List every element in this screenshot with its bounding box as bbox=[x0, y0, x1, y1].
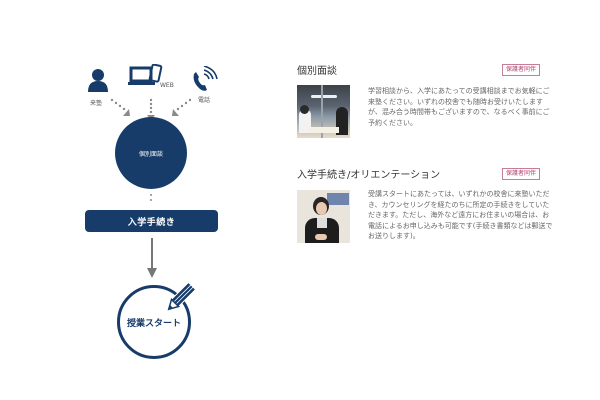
down-arrow bbox=[147, 238, 157, 278]
interview-step-label: 個別面談 bbox=[138, 150, 163, 158]
laptop-phone-icon bbox=[128, 64, 163, 85]
section-title: 入学手続き/オリエンテーション bbox=[297, 170, 441, 181]
phone-label: 電話 bbox=[198, 97, 211, 104]
visit-label: 来塾 bbox=[90, 100, 103, 107]
dotted-connector bbox=[150, 194, 152, 201]
person-icon bbox=[88, 69, 108, 92]
parent-accompany-badge: 保護者同伴 bbox=[502, 168, 541, 180]
pencil-icon bbox=[167, 281, 197, 311]
phone-source: 電話 bbox=[188, 66, 228, 106]
section-description: 受講スタートにあたっては、いずれかの校舎に来塾いただき、カウンセリングを経たのち… bbox=[368, 190, 553, 240]
interview-photo bbox=[297, 85, 350, 138]
dotted-arrows bbox=[110, 98, 192, 120]
visit-source: 来塾 bbox=[86, 68, 110, 108]
interview-step-circle: 個別面談 bbox=[115, 117, 187, 189]
web-source: WEB bbox=[128, 64, 188, 100]
phone-icon bbox=[193, 66, 218, 91]
web-label: WEB bbox=[160, 82, 174, 89]
section-description: 学習相談から、入学にあたっての受講相談までお気軽にご来塾ください。いずれの校舎で… bbox=[368, 87, 550, 127]
class-start-label: 授業スタート bbox=[126, 318, 181, 329]
section-title: 個別面談 bbox=[297, 66, 337, 77]
enrollment-step-button[interactable]: 入学手続き bbox=[85, 210, 218, 232]
parent-accompany-badge: 保護者同伴 bbox=[502, 64, 541, 76]
enrollment-photo bbox=[297, 190, 350, 243]
